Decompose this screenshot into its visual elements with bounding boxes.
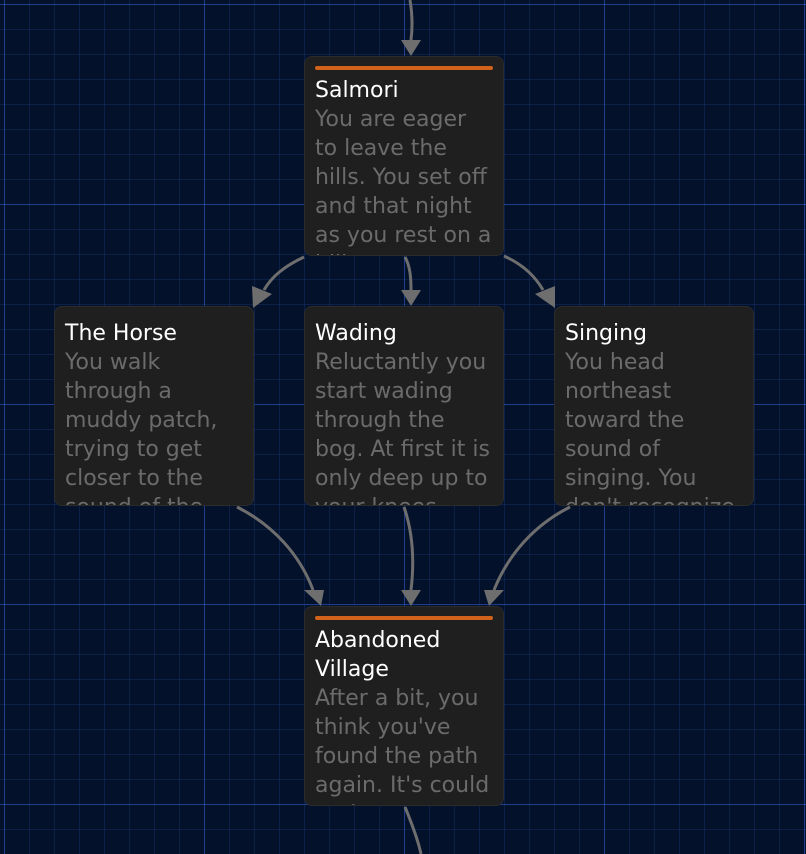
passage-title: Salmori (315, 78, 399, 103)
passage-card-singing[interactable]: Singing You head northeast toward the so… (554, 306, 754, 506)
passage-title: Abandoned Village (315, 628, 441, 682)
passage-card-the-horse[interactable]: The Horse You walk through a muddy patch… (54, 306, 254, 506)
highlight-bar (315, 66, 493, 70)
passage-excerpt: Reluctantly you start wading through the… (315, 350, 490, 505)
link-horse-to-village-arrowhead (304, 590, 324, 606)
passage-excerpt: You are eager to leave the hills. You se… (315, 107, 492, 255)
highlight-bar (315, 616, 493, 620)
link-village-to-bottom (403, 806, 423, 854)
passage-excerpt: You head northeast toward the sound of s… (565, 350, 735, 505)
link-salmori-to-singing-arrowhead (535, 286, 555, 308)
passage-card-abandoned-village[interactable]: Abandoned Village After a bit, you think… (304, 606, 504, 806)
link-salmori-to-horse-arrowhead (252, 286, 272, 308)
link-singing-to-village (492, 505, 571, 591)
link-salmori-to-horse (262, 255, 305, 291)
link-wading-to-village-arrowhead (401, 590, 421, 606)
link-salmori-to-singing (503, 254, 545, 291)
passage-excerpt: You walk through a muddy patch, trying t… (65, 350, 218, 505)
link-horse-to-village (236, 505, 315, 591)
link-salmori-to-wading (403, 256, 413, 291)
passage-title: The Horse (65, 321, 177, 346)
link-singing-to-village-arrowhead (484, 590, 504, 606)
passage-card-salmori[interactable]: Salmori You are eager to leave the hills… (304, 56, 504, 256)
passage-excerpt: After a bit, you think you've found the … (315, 686, 490, 805)
link-wading-to-village (402, 506, 415, 591)
passage-title: Singing (565, 321, 648, 346)
passage-title: Wading (315, 321, 397, 346)
passage-card-wading[interactable]: Wading Reluctantly you start wading thro… (304, 306, 504, 506)
link-salmori-to-wading-arrowhead (401, 290, 421, 306)
link-top-to-salmori-arrowhead (401, 40, 421, 56)
link-top-to-salmori (408, 0, 414, 41)
